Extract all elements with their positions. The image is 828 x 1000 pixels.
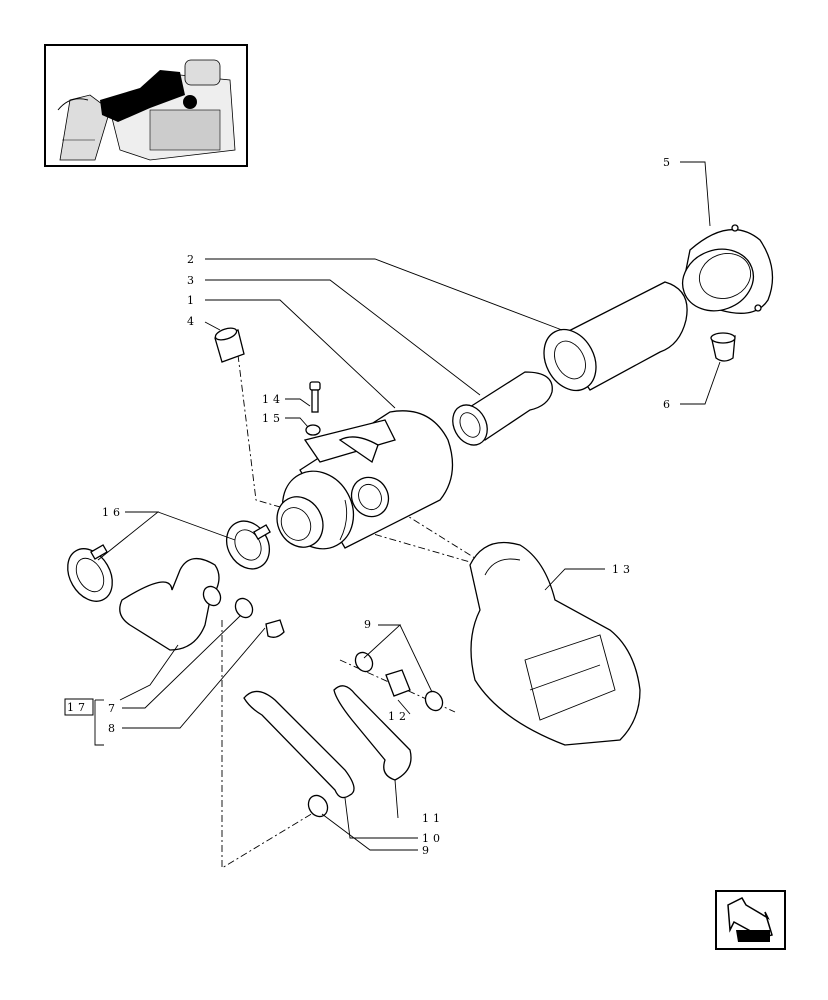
callout-9: 9: [364, 618, 375, 631]
elbow-hose: [119, 558, 222, 651]
air-filter-element-inner: [452, 371, 553, 446]
hose-clamp-small: [424, 690, 444, 712]
callout-10: 10: [422, 832, 444, 845]
hose-clamp-large: [225, 520, 271, 570]
restriction-indicator: [214, 327, 245, 363]
callout-1: 1: [187, 294, 198, 307]
callout-9: 9: [422, 844, 433, 857]
callout-8: 8: [108, 722, 119, 735]
callout-4: 4: [187, 315, 198, 328]
hose-clamp-large: [67, 544, 113, 602]
air-filter-element-outer: [543, 281, 688, 392]
bolt: [309, 381, 321, 413]
callout-12: 12: [388, 710, 410, 723]
callout-3: 3: [187, 274, 198, 287]
callout-11: 11: [422, 812, 444, 825]
hose-clamp-small: [234, 597, 254, 619]
air-filter-cover: [681, 224, 774, 314]
callout-6: 6: [663, 398, 674, 411]
tractor-engine-thumbnail-icon: [44, 44, 248, 167]
dust-valve: [710, 332, 736, 362]
callout-5: 5: [663, 156, 674, 169]
callout-15: 15: [262, 412, 284, 425]
callout-7: 7: [108, 702, 119, 715]
washer: [305, 424, 321, 436]
cap: [265, 619, 285, 638]
intake-duct: [469, 541, 641, 746]
hose: [243, 690, 355, 799]
leader-lines: [94, 161, 721, 851]
callout-17-box: [64, 698, 94, 716]
return-arrow-icon[interactable]: [715, 890, 786, 950]
callout-2: 2: [187, 253, 198, 266]
callout-13: 13: [612, 563, 634, 576]
callout-labels: 2 3 1 4 5 6 14 15 16 7 8 9 12 11 10 9 13…: [64, 156, 674, 857]
callout-14: 14: [262, 393, 284, 406]
hose: [333, 685, 412, 781]
air-filter-housing: [276, 410, 454, 550]
connector: [385, 669, 411, 697]
callout-16: 16: [102, 506, 124, 519]
hose-clamp-small: [354, 651, 374, 673]
callout-17: 17: [67, 701, 89, 714]
